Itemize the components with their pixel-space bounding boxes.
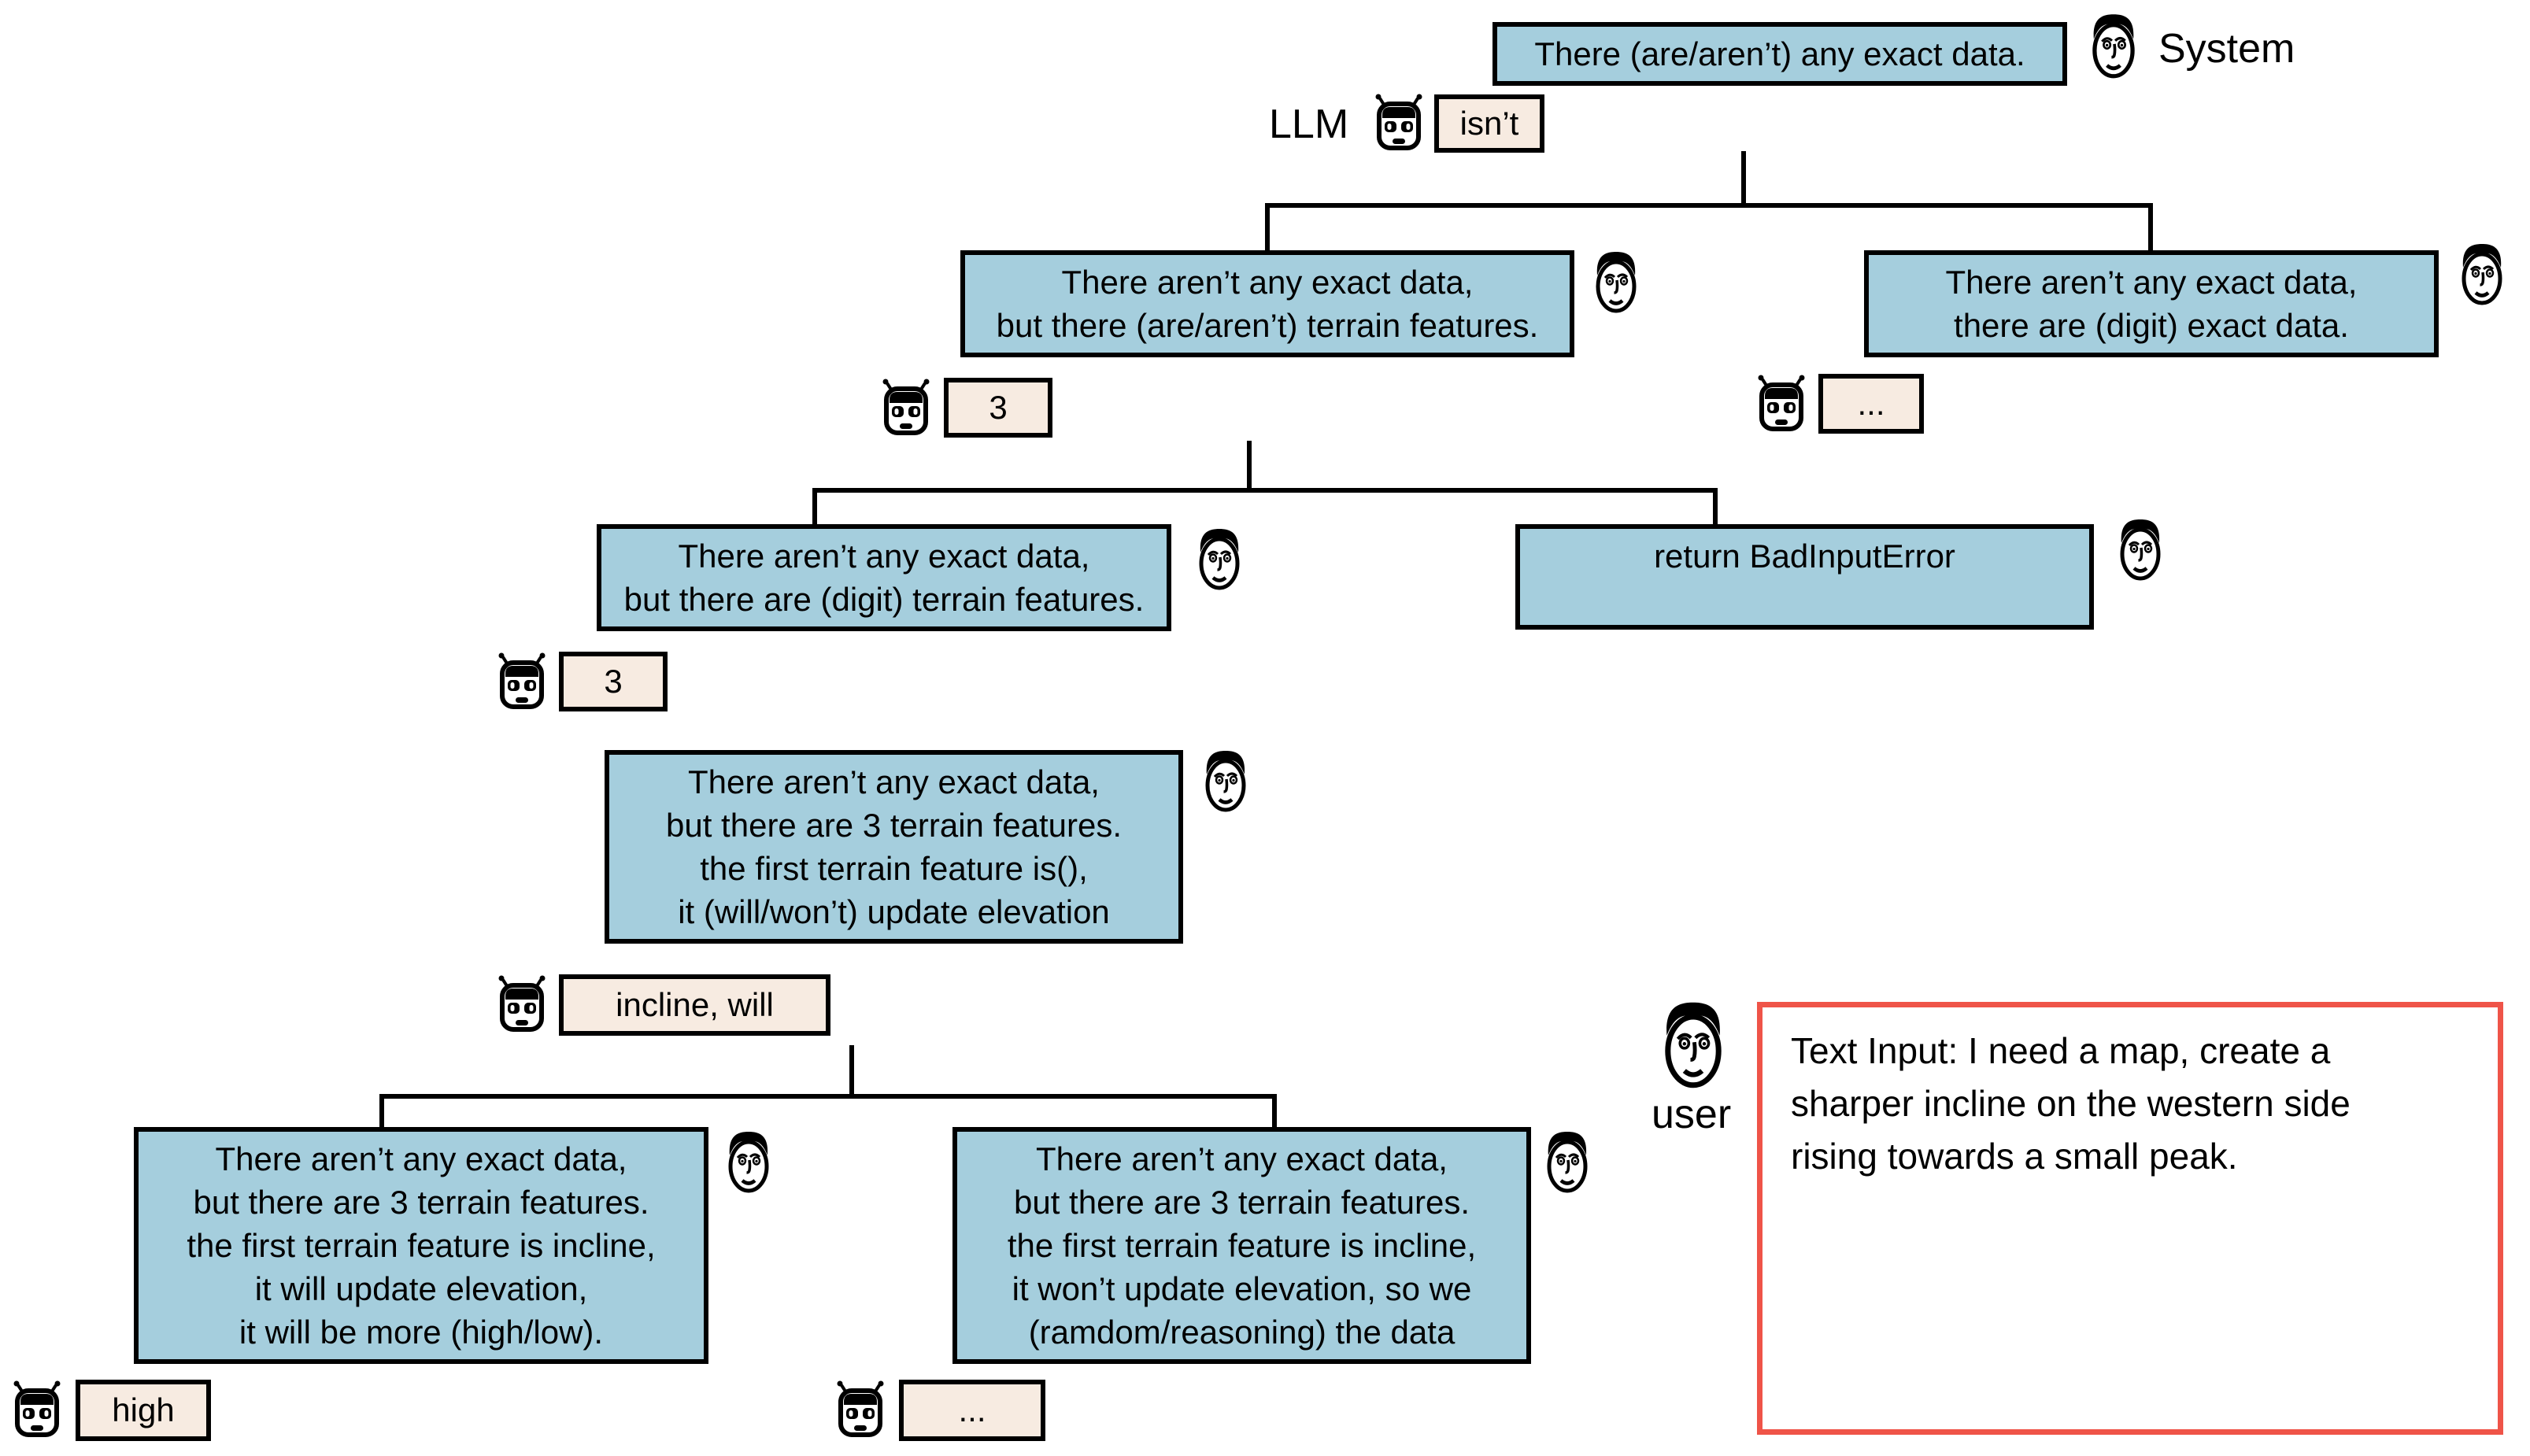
tree-node-root: There (are/aren’t) any exact data. xyxy=(1492,22,2067,86)
robot-icon xyxy=(878,376,934,438)
llm-answer-box-3b: 3 xyxy=(559,652,668,711)
human-face-icon xyxy=(1192,526,1247,592)
user-input-panel: Text Input: I need a map, create a sharp… xyxy=(1757,1002,2503,1435)
user-input-text: Text Input: I need a map, create a sharp… xyxy=(1791,1030,2351,1177)
tree-connector-line xyxy=(812,488,1718,493)
llm-robot-icon xyxy=(1371,91,1426,153)
tree-connector-line xyxy=(812,488,817,526)
system-label: System xyxy=(2158,26,2295,72)
tree-connector-line xyxy=(1265,203,1270,250)
tree-connector-line xyxy=(1272,1094,1277,1131)
tree-connector-line xyxy=(1247,441,1252,493)
tree-connector-line xyxy=(379,1094,1277,1099)
llm-answer-box-isnt: isn’t xyxy=(1434,94,1544,153)
llm-answer-box-3a: 3 xyxy=(944,378,1052,438)
human-face-icon xyxy=(2454,241,2510,307)
user-label: user xyxy=(1652,1092,1732,1137)
tree-node-will-update: There aren’t any exact data, but there a… xyxy=(134,1127,708,1364)
user-face-icon xyxy=(1655,998,1732,1091)
human-face-icon xyxy=(1198,748,1253,814)
robot-icon xyxy=(494,973,549,1034)
llm-answer-box-high: high xyxy=(76,1380,211,1441)
robot-icon xyxy=(1754,372,1809,434)
tree-node-first-feature: There aren’t any exact data, but there a… xyxy=(605,750,1183,944)
tree-node-terrain-question: There aren’t any exact data, but there (… xyxy=(960,250,1574,357)
tree-connector-line xyxy=(1713,488,1718,526)
llm-answer-box-dots-a: ... xyxy=(1818,374,1924,434)
human-face-icon xyxy=(1540,1129,1595,1195)
llm-label: LLM xyxy=(1269,102,1349,147)
human-face-icon xyxy=(721,1129,776,1195)
robot-icon xyxy=(9,1378,65,1439)
tree-connector-line xyxy=(1265,203,2153,208)
tree-connector-line xyxy=(1741,151,1746,206)
system-face-icon xyxy=(2082,11,2145,80)
tree-node-bad-input-error: return BadInputError xyxy=(1515,524,2094,630)
tree-connector-line xyxy=(849,1045,854,1099)
tree-node-digit-terrain: There aren’t any exact data, but there a… xyxy=(597,524,1171,631)
llm-answer-box-dots-b: ... xyxy=(899,1380,1045,1441)
human-face-icon xyxy=(2113,516,2168,582)
human-face-icon xyxy=(1589,249,1644,315)
tree-connector-line xyxy=(379,1094,384,1131)
llm-answer-box-incline-will: incline, will xyxy=(559,974,830,1036)
robot-icon xyxy=(833,1378,888,1439)
tree-node-exact-data: There aren’t any exact data, there are (… xyxy=(1864,250,2439,357)
tree-connector-line xyxy=(2148,203,2153,250)
robot-icon xyxy=(494,650,549,711)
tree-node-wont-update: There aren’t any exact data, but there a… xyxy=(952,1127,1531,1364)
